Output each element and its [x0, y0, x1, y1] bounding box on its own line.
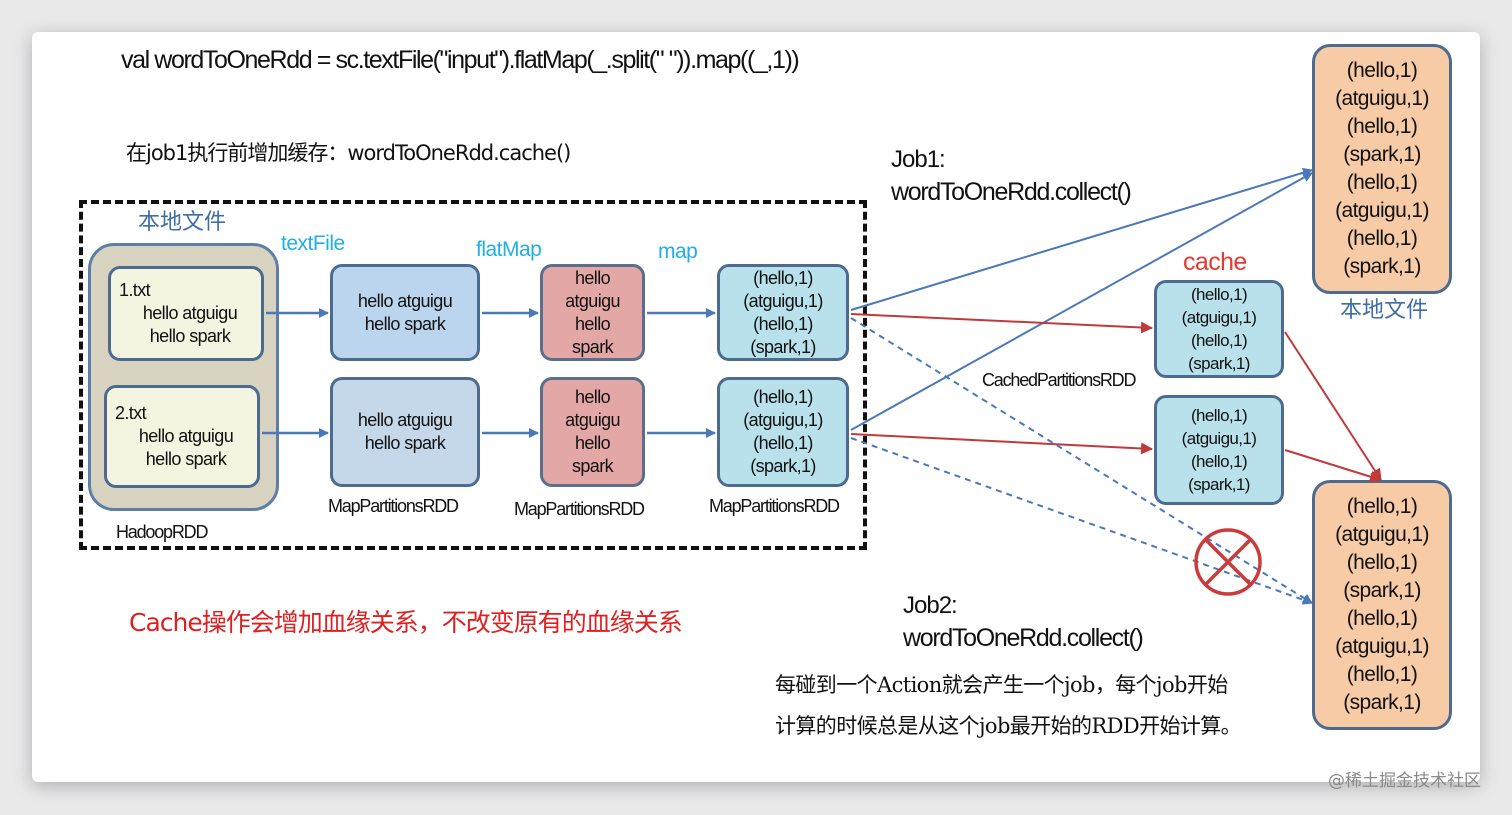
pair: (hello,1) — [1190, 452, 1248, 471]
file-box-2: 2.txt hello atguigu hello spark — [104, 385, 260, 488]
dashed-arrow-map2-output-bottom — [850, 437, 1313, 605]
local-file-label-right: 本地文件 — [1340, 298, 1429, 323]
word: hello — [574, 433, 611, 453]
pair: (atguigu,1) — [1335, 635, 1429, 658]
text-line: hello spark — [364, 313, 446, 334]
file-name: 2.txt — [115, 403, 147, 423]
pair: (atguigu,1) — [1181, 429, 1257, 448]
pair: (spark,1) — [1188, 475, 1250, 494]
text-line: hello atguigu — [357, 410, 453, 430]
pair: (atguigu,1) — [1335, 523, 1429, 546]
op-label-textfile: textFile — [281, 232, 345, 255]
local-file-label-left: 本地文件 — [138, 210, 227, 235]
job1-call: wordToOneRdd.collect() — [891, 178, 1132, 206]
output-bottom: (hello,1) (atguigu,1) (hello,1) (spark,1… — [1312, 480, 1452, 730]
file-name: 1.txt — [119, 280, 151, 300]
pair: (hello,1) — [1346, 551, 1418, 574]
pair: (hello,1) — [1190, 331, 1248, 350]
arrow-cache1-output-bottom — [1284, 331, 1382, 481]
red-note: Cache操作会增加血缘关系，不改变原有的血缘关系 — [129, 608, 683, 637]
cache-label: cache — [1183, 248, 1247, 276]
action-note-line-2: 计算的时候总是从这个job最开始的RDD开始计算。 — [775, 714, 1242, 738]
map-partitions-label-1: MapPartitionsRDD — [328, 496, 459, 516]
pair: (hello,1) — [1346, 227, 1418, 250]
code-line: val wordToOneRdd = sc.textFile("input").… — [121, 46, 800, 74]
pair: (hello,1) — [753, 387, 813, 407]
arrow-map1-output-top — [850, 167, 1313, 311]
pair: (hello,1) — [1190, 406, 1248, 425]
pair: (hello,1) — [753, 267, 813, 288]
cached-partition-2: (hello,1) (atguigu,1) (hello,1) (spark,1… — [1154, 395, 1284, 505]
pair: (hello,1) — [1346, 115, 1418, 138]
pair: (hello,1) — [1190, 285, 1248, 304]
pair: (spark,1) — [750, 336, 816, 357]
pair: (atguigu,1) — [1181, 308, 1257, 327]
file-line: hello spark — [145, 449, 227, 469]
pair: (spark,1) — [750, 456, 816, 476]
file-line: hello atguigu — [138, 426, 234, 446]
pair: (atguigu,1) — [1335, 199, 1429, 222]
word: atguigu — [565, 410, 620, 430]
pair: (spark,1) — [1343, 255, 1421, 278]
op-label-flatmap: flatMap — [476, 238, 542, 261]
pair: (spark,1) — [1188, 354, 1250, 373]
circle-x-icon — [1194, 528, 1262, 596]
word: spark — [571, 456, 614, 476]
pair: (hello,1) — [1346, 607, 1418, 630]
action-note-line-1: 每碰到一个Action就会产生一个job，每个job开始 — [775, 673, 1228, 697]
watermark: @稀土掘金技术社区 — [1328, 771, 1481, 791]
word: hello — [574, 267, 611, 288]
word: hello — [574, 313, 611, 334]
textfile-partition-2: hello atguigu hello spark — [330, 377, 480, 487]
pair: (hello,1) — [1346, 495, 1418, 518]
pair: (spark,1) — [1343, 143, 1421, 166]
pair: (spark,1) — [1343, 579, 1421, 602]
output-top: (hello,1) (atguigu,1) (hello,1) (spark,1… — [1312, 44, 1452, 294]
job2-call: wordToOneRdd.collect() — [903, 624, 1144, 652]
word: atguigu — [565, 290, 620, 311]
pair: (hello,1) — [1346, 59, 1418, 82]
op-label-map: map — [658, 240, 698, 263]
pair: (hello,1) — [1346, 171, 1418, 194]
dashed-arrow-map1-output-bottom — [850, 317, 1313, 604]
arrow-map1-cache — [850, 313, 1153, 334]
textfile-partition-1: hello atguigu hello spark — [330, 264, 480, 361]
pair: (hello,1) — [1346, 663, 1418, 686]
flatmap-partition-1: hello atguigu hello spark — [540, 264, 645, 361]
arrow-cache2-output-bottom — [1284, 449, 1382, 483]
pair: (atguigu,1) — [743, 290, 823, 311]
cached-partition-1: (hello,1) (atguigu,1) (hello,1) (spark,1… — [1154, 280, 1284, 378]
map-partition-2: (hello,1) (atguigu,1) (hello,1) (spark,1… — [717, 377, 849, 487]
arrow-map2-output-top — [850, 172, 1313, 431]
file-line: hello atguigu — [142, 303, 238, 323]
pair: (atguigu,1) — [1335, 87, 1429, 110]
text-line: hello spark — [364, 433, 446, 453]
job2-title: Job2: — [903, 592, 958, 619]
map-partition-1: (hello,1) (atguigu,1) (hello,1) (spark,1… — [717, 264, 849, 361]
pair: (atguigu,1) — [743, 410, 823, 430]
word: spark — [571, 336, 614, 357]
job1-title: Job1: — [891, 146, 946, 173]
lineage-region — [79, 200, 867, 550]
cache-note: 在job1执行前增加缓存：wordToOneRdd.cache() — [126, 141, 571, 165]
word: hello — [574, 387, 611, 407]
arrow-map2-cache — [850, 433, 1153, 455]
file-box-1: 1.txt hello atguigu hello spark — [108, 266, 264, 361]
map-partitions-label-3: MapPartitionsRDD — [709, 496, 840, 516]
flatmap-partition-2: hello atguigu hello spark — [540, 377, 645, 487]
pair: (hello,1) — [753, 433, 813, 453]
hadoop-rdd-label: HadoopRDD — [116, 522, 208, 542]
cached-partitions-label: CachedPartitionsRDD — [982, 370, 1136, 390]
text-line: hello atguigu — [357, 290, 453, 311]
file-line: hello spark — [149, 326, 231, 346]
map-partitions-label-2: MapPartitionsRDD — [514, 499, 645, 519]
pair: (hello,1) — [753, 313, 813, 334]
pair: (spark,1) — [1343, 691, 1421, 714]
